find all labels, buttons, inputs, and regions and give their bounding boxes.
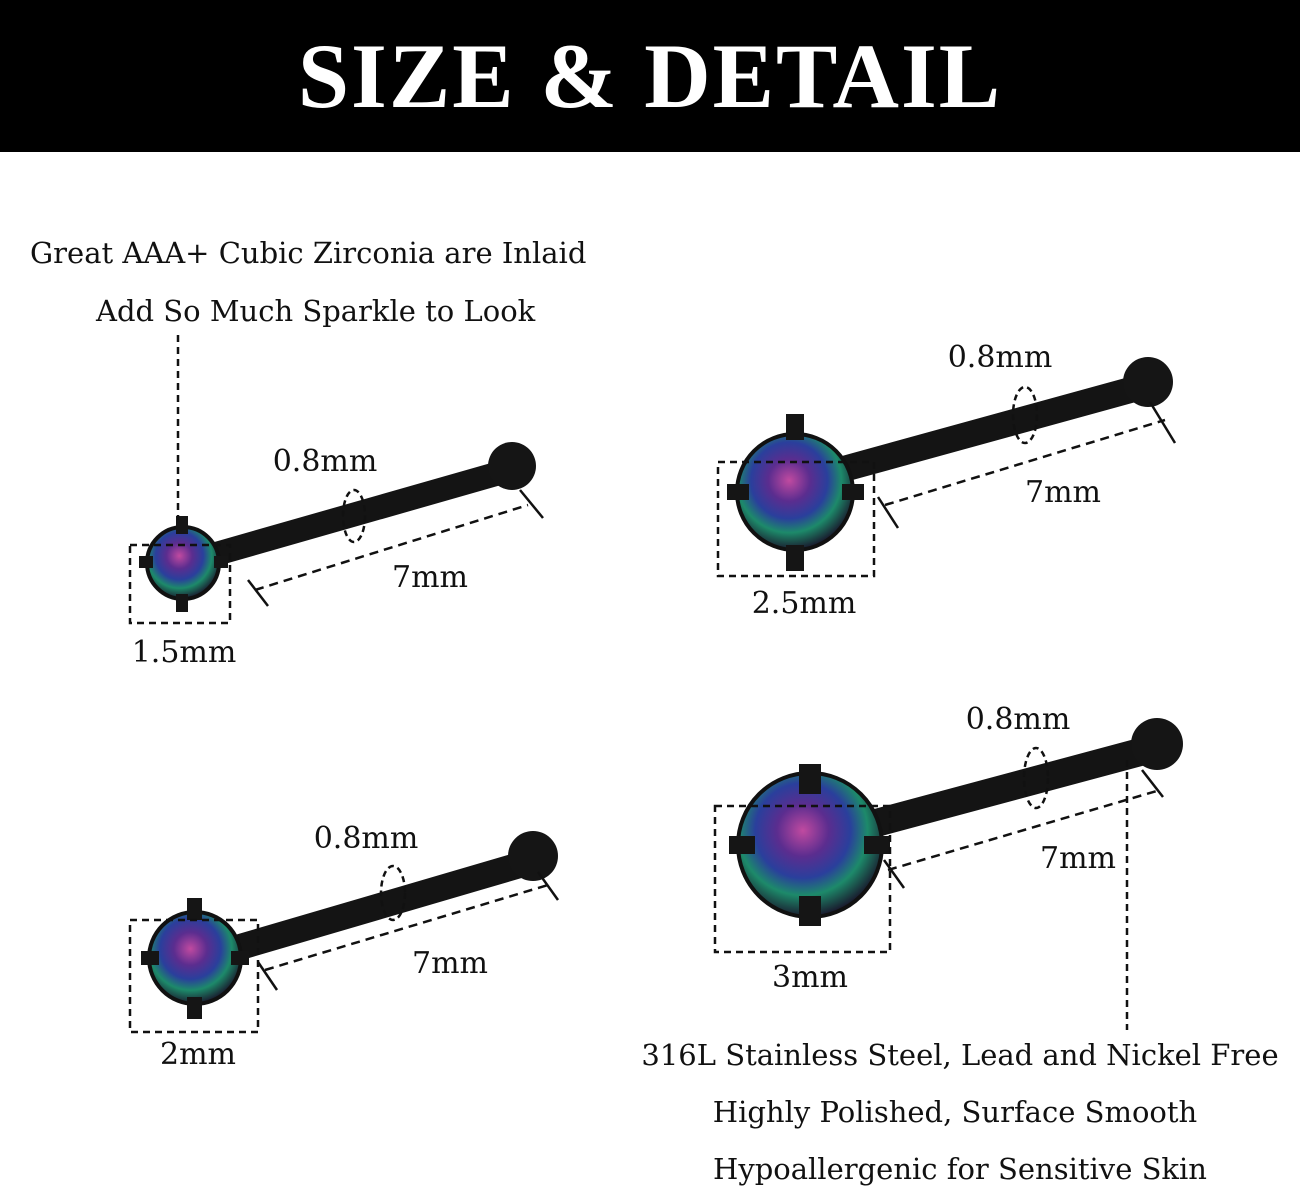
material-note-line3: Hypoallergenic for Sensitive Skin [713, 1152, 1207, 1186]
stud-3-pin [217, 849, 543, 963]
stud-3-stone-size-label: 2mm [160, 1037, 236, 1072]
stud-1-diameter-marker [341, 488, 367, 544]
stud-1-stone [145, 525, 221, 601]
stud-1-stone-size-label: 1.5mm [131, 635, 237, 670]
stud-2-pin [827, 373, 1158, 483]
stud-4-pin-length-label: 7mm [1040, 841, 1116, 876]
stud-3-length-line [264, 883, 549, 972]
stud-2-ball-end [1123, 357, 1173, 407]
stud-4-pin [836, 734, 1169, 844]
stud-3-pin-diameter-label: 0.8mm [313, 821, 419, 856]
stud-2-diameter-marker [1011, 385, 1039, 445]
stud-2-stone-size-label: 2.5mm [751, 586, 857, 621]
stud-3-pin-length-label: 7mm [412, 946, 488, 981]
stud-4-pin-diameter-label: 0.8mm [965, 702, 1071, 737]
stud-4-stone-dimension-box [713, 804, 892, 954]
stud-4-ball-end [1131, 718, 1183, 770]
stud-1-pin [183, 458, 522, 572]
stud-2-stone [735, 432, 855, 552]
material-note-line1: 316L Stainless Steel, Lead and Nickel Fr… [641, 1038, 1279, 1072]
stud-4-diameter-marker [1022, 746, 1050, 810]
stud-2-pin-length-label: 7mm [1025, 475, 1101, 510]
stud-2-pin-diameter-label: 0.8mm [947, 340, 1053, 375]
stud-3-stone-dimension-box [128, 918, 260, 1034]
stud-3 [128, 831, 560, 1034]
stud-2 [716, 357, 1177, 578]
stud-1-pin-diameter-label: 0.8mm [272, 444, 378, 479]
stud-1-length-line [254, 503, 529, 592]
zirconia-note-line1: Great AAA+ Cubic Zirconia are Inlaid [30, 236, 587, 270]
material-note-line2: Highly Polished, Surface Smooth [712, 1095, 1198, 1129]
zirconia-note-line2: Add So Much Sparkle to Look [96, 294, 536, 328]
stud-2-stone-dimension-box [716, 460, 876, 578]
stud-3-ball-end [508, 831, 558, 881]
stud-1-ball-end [488, 442, 536, 490]
header-banner: SIZE & DETAIL [0, 0, 1300, 152]
stud-4-stone-size-label: 3mm [772, 960, 848, 995]
stud-1-stone-dimension-box [128, 543, 232, 625]
stud-4-length-line [887, 788, 1161, 872]
page-title: SIZE & DETAIL [297, 25, 1003, 127]
stud-2-length-line [884, 418, 1166, 507]
stud-1-pin-length-label: 7mm [392, 560, 468, 595]
stud-3-diameter-marker [379, 864, 407, 922]
stud-4-stone [736, 771, 884, 919]
stud-4 [713, 718, 1183, 1030]
stud-1 [128, 335, 544, 625]
stud-3-stone [147, 910, 243, 1006]
